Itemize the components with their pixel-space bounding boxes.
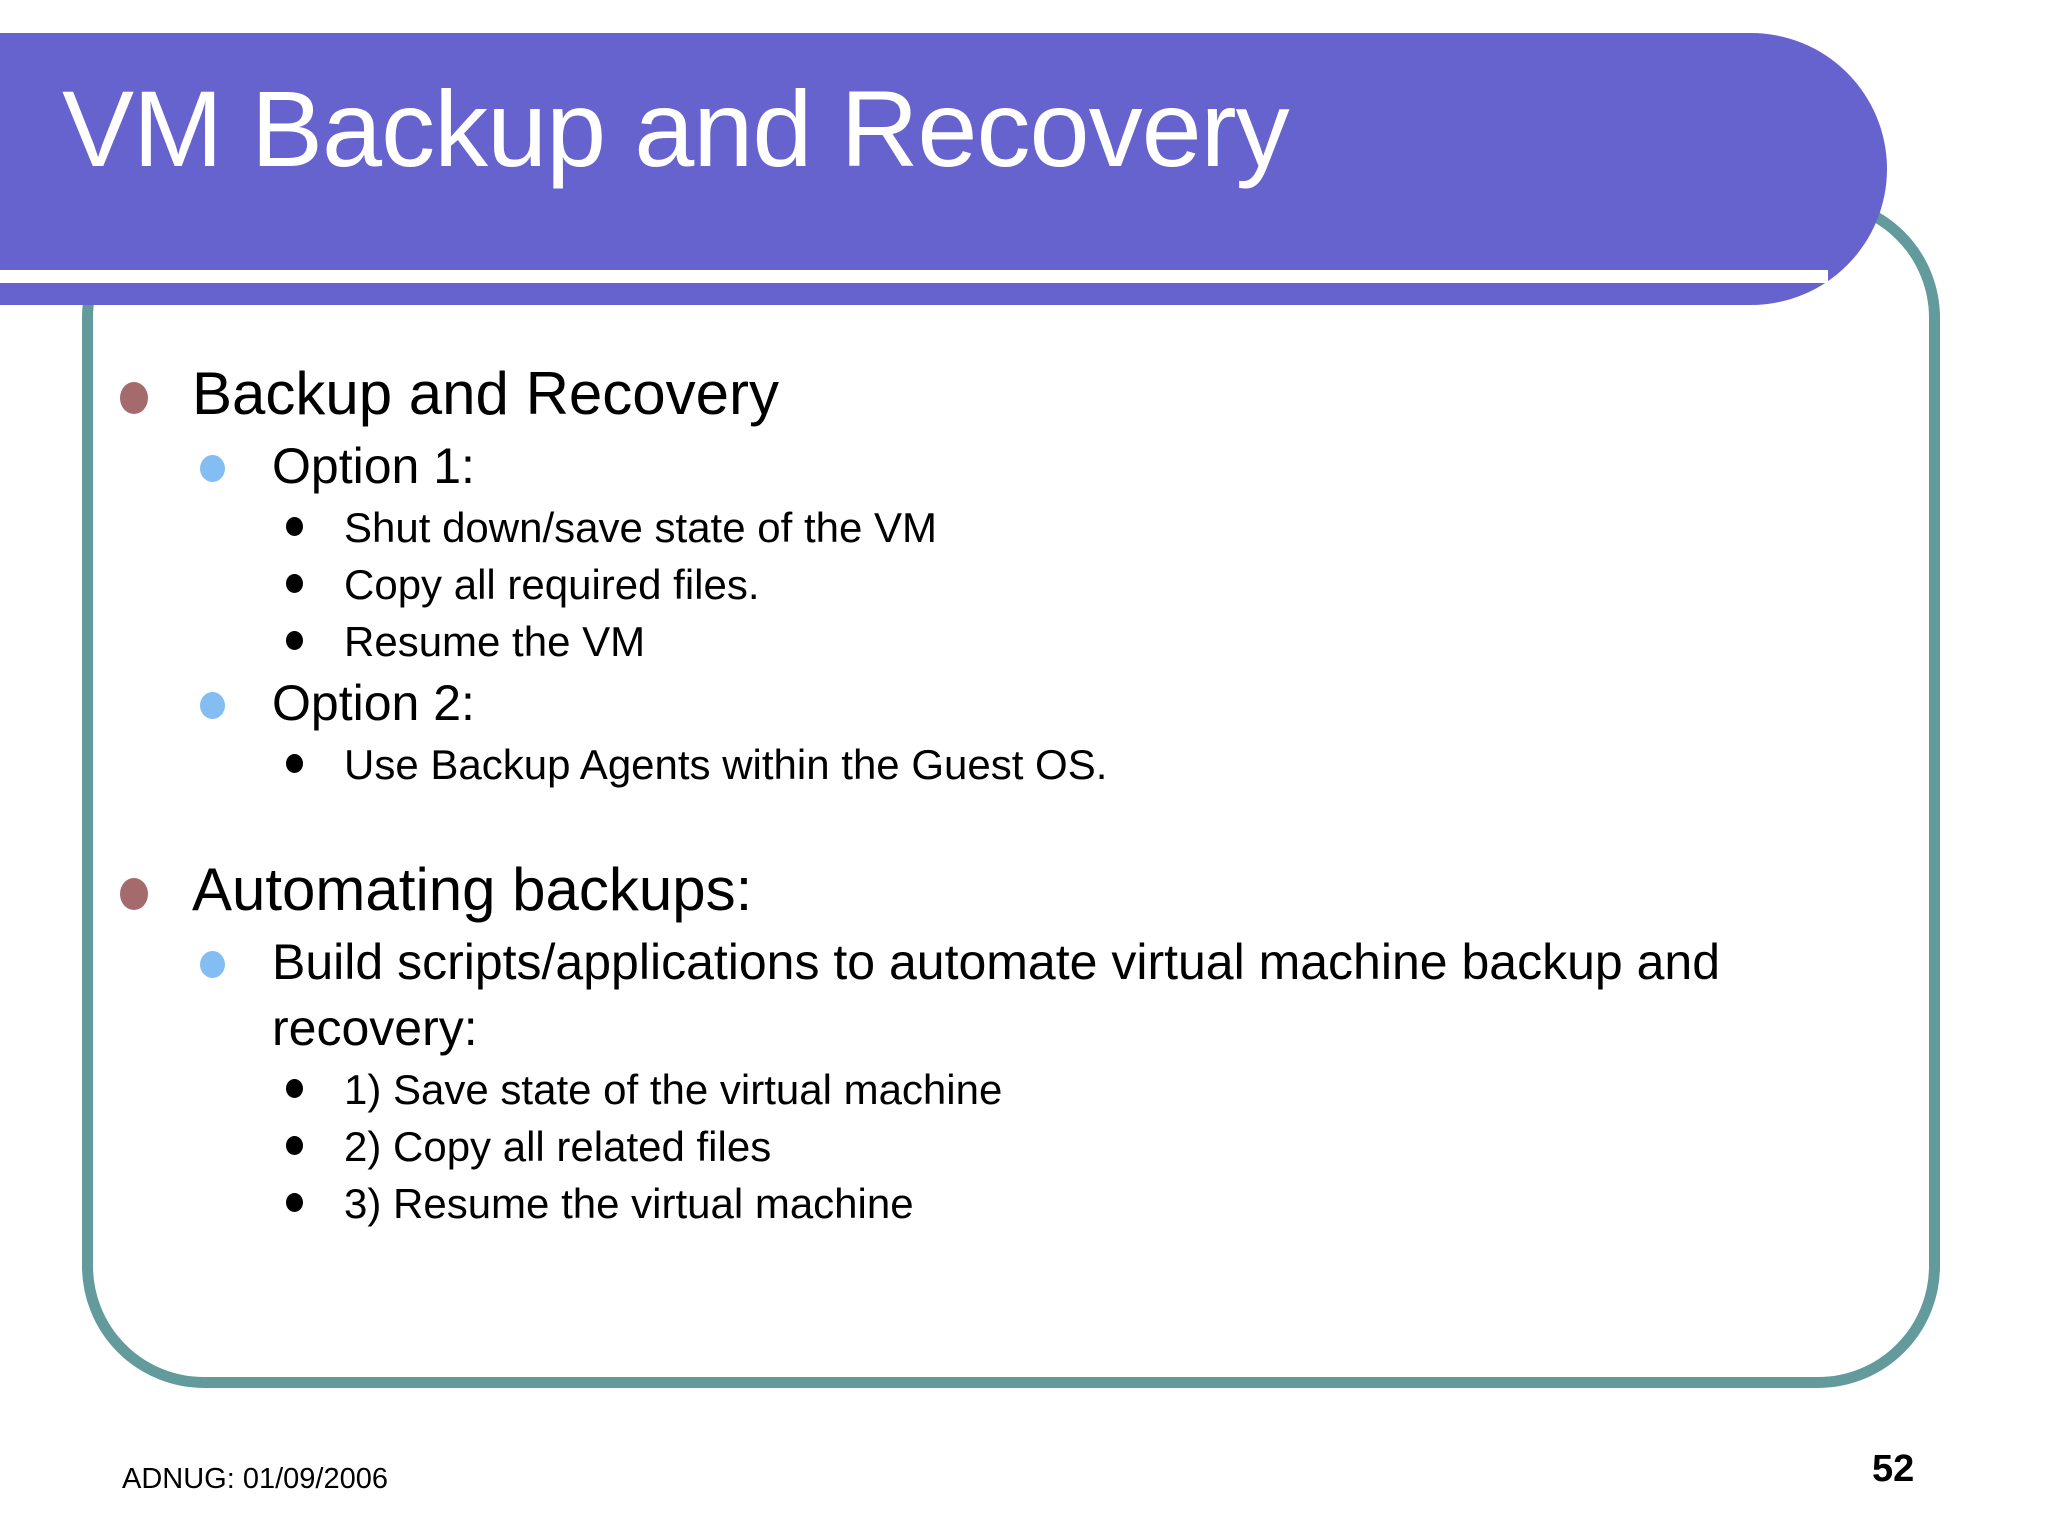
title-banner: VM Backup and Recovery: [0, 33, 1887, 305]
bullet-level1: Backup and Recovery: [120, 355, 1930, 433]
bullet-marker-level2: [200, 929, 272, 978]
bullet-text: Backup and Recovery: [192, 360, 779, 427]
bullet-level3: Shut down/save state of the VM: [286, 499, 1930, 556]
bullet-marker-level2: [200, 670, 272, 719]
bullet-text: Shut down/save state of the VM: [344, 504, 938, 551]
bullet-level3: 1) Save state of the virtual machine: [286, 1061, 1930, 1118]
bullet-level2: Build scripts/applications to automate v…: [200, 929, 1930, 1061]
bullet-marker-level3: [286, 499, 344, 536]
bullet-text: 3) Resume the virtual machine: [344, 1180, 914, 1227]
bullet-text: Automating backups:: [192, 856, 753, 923]
bullet-marker-level3: [286, 736, 344, 773]
bullet-level2: Option 2:: [200, 670, 1930, 736]
bullet-marker-level3: [286, 613, 344, 650]
bullet-text: Option 1:: [272, 438, 475, 494]
page-number: 52: [1872, 1448, 1915, 1490]
bullet-level2: Option 1:: [200, 433, 1930, 499]
bullet-text: Resume the VM: [344, 618, 646, 665]
title-underline-rule: [0, 270, 1828, 283]
bullet-text: 2) Copy all related files: [344, 1123, 772, 1170]
bullet-marker-level3: [286, 1175, 344, 1212]
bullet-text: Option 2:: [272, 675, 475, 731]
bullet-marker-level3: [286, 1061, 344, 1098]
bullet-marker-level1: [120, 851, 192, 910]
bullet-text: Build scripts/applications to automate v…: [272, 934, 1721, 1056]
slide-body: Backup and Recovery Option 1: Shut down/…: [120, 355, 1930, 1232]
footer-date: ADNUG: 01/09/2006: [122, 1463, 388, 1495]
page-title: VM Backup and Recovery: [62, 68, 1290, 189]
bullet-marker-level3: [286, 556, 344, 593]
paragraph-spacer: [120, 793, 1930, 851]
bullet-level1: Automating backups:: [120, 851, 1930, 929]
bullet-marker-level2: [200, 433, 272, 482]
bullet-level3: 3) Resume the virtual machine: [286, 1175, 1930, 1232]
bullet-marker-level1: [120, 355, 192, 414]
bullet-level3: Resume the VM: [286, 613, 1930, 670]
bullet-text: Use Backup Agents within the Guest OS.: [344, 741, 1108, 788]
bullet-text: 1) Save state of the virtual machine: [344, 1066, 1003, 1113]
bullet-marker-level3: [286, 1118, 344, 1155]
bullet-level3: Use Backup Agents within the Guest OS.: [286, 736, 1930, 793]
bullet-level3: Copy all required files.: [286, 556, 1930, 613]
bullet-level3: 2) Copy all related files: [286, 1118, 1930, 1175]
bullet-text: Copy all required files.: [344, 561, 760, 608]
